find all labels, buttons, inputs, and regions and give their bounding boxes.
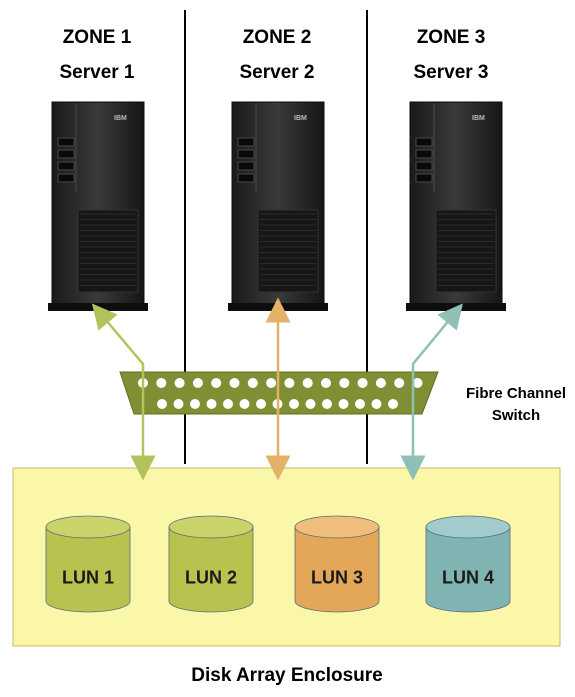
switch-port	[357, 378, 368, 388]
switch-port	[355, 399, 365, 409]
zone-2-label: ZONE 2	[242, 27, 312, 48]
lun-1-cylinder	[45, 515, 131, 613]
switch-port	[190, 399, 200, 409]
switch-port	[156, 378, 167, 388]
switch-label: Fibre Channel Switch	[458, 383, 574, 427]
lun-3-cylinder	[294, 515, 380, 613]
server-tower-2: IBM	[228, 101, 328, 311]
server-grille	[77, 209, 139, 293]
switch-port	[289, 399, 299, 409]
switch-port	[229, 378, 240, 388]
zone-1-label: ZONE 1	[62, 27, 132, 48]
switch-port	[388, 399, 398, 409]
switch-port	[211, 378, 222, 388]
server-grille	[435, 209, 497, 293]
switch-port	[375, 378, 386, 388]
lun-2-cylinder	[168, 515, 254, 613]
switch-port	[223, 399, 233, 409]
lun-1-label: LUN 1	[61, 567, 115, 588]
switch-port	[173, 399, 184, 409]
switch-port	[157, 399, 167, 409]
switch-port	[371, 399, 382, 409]
switch-port	[239, 399, 250, 409]
lun-4-label: LUN 4	[441, 567, 495, 588]
zone-1-link	[91, 303, 156, 481]
ibm-logo: IBM	[472, 115, 485, 122]
switch-port	[338, 399, 349, 409]
server-2-label: Server 2	[239, 62, 315, 83]
server-tower-3: IBM	[406, 101, 506, 311]
zone-3-link	[400, 303, 463, 481]
server-3-label: Server 3	[413, 62, 489, 83]
switch-label-line-1: Fibre Channel	[465, 385, 566, 402]
lun-group	[45, 515, 511, 613]
ibm-logo: IBM	[294, 115, 307, 122]
lun-3-label: LUN 3	[310, 567, 364, 588]
servers: IBM IBM IBM	[48, 101, 506, 311]
zone-3-label: ZONE 3	[416, 27, 486, 48]
switch-port	[284, 378, 295, 388]
switch-port	[305, 399, 316, 409]
switch-label-line-2: Switch	[491, 407, 541, 424]
switch-port	[321, 378, 331, 388]
enclosure-label: Disk Array Enclosure	[191, 665, 383, 686]
switch-port	[302, 378, 313, 388]
switch-port	[247, 378, 258, 388]
switch-port	[266, 378, 277, 388]
switch-port	[394, 378, 405, 388]
switch-port	[256, 399, 266, 409]
switch-port	[206, 399, 217, 409]
lun-2-label: LUN 2	[184, 567, 238, 588]
switch-port	[339, 378, 350, 388]
server-grille	[257, 209, 319, 293]
switch-port	[192, 378, 203, 388]
switch-port	[174, 378, 185, 388]
switch-port	[322, 399, 332, 409]
server-tower-1: IBM	[48, 101, 148, 311]
ibm-logo: IBM	[114, 115, 127, 122]
lun-4-cylinder	[425, 515, 511, 613]
server-1-label: Server 1	[59, 62, 135, 83]
